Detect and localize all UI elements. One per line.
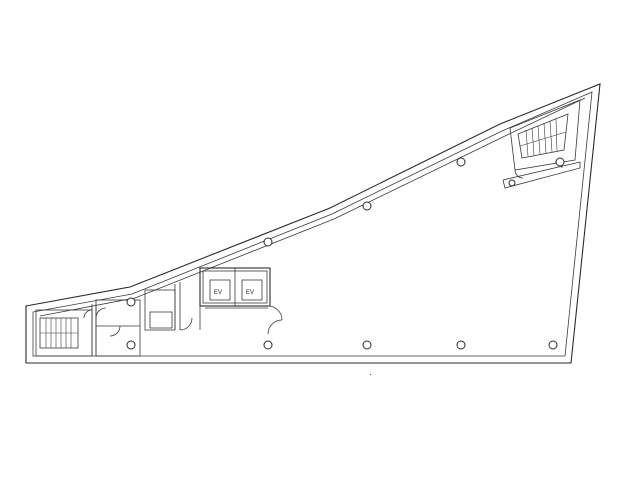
- column: [456, 340, 466, 350]
- column: [456, 157, 466, 167]
- service-core: [83, 282, 193, 357]
- elevator-label: EV: [246, 290, 254, 296]
- elevator-label: EV: [214, 290, 222, 296]
- elevator-car: [241, 279, 263, 301]
- elevator-car: [209, 279, 231, 301]
- column: [263, 237, 273, 247]
- elevator-core: [199, 267, 283, 335]
- column: [548, 340, 558, 350]
- column: [126, 297, 136, 307]
- east-stair: [502, 99, 581, 189]
- facade-line: [39, 97, 586, 317]
- outer-wall: [25, 83, 601, 364]
- column: [126, 340, 136, 350]
- column: [263, 340, 273, 350]
- column: [362, 201, 372, 211]
- west-stair: [35, 309, 93, 357]
- column: [555, 157, 565, 167]
- inner-wall: [32, 91, 593, 357]
- column: [362, 340, 372, 350]
- structural-columns: [126, 157, 565, 350]
